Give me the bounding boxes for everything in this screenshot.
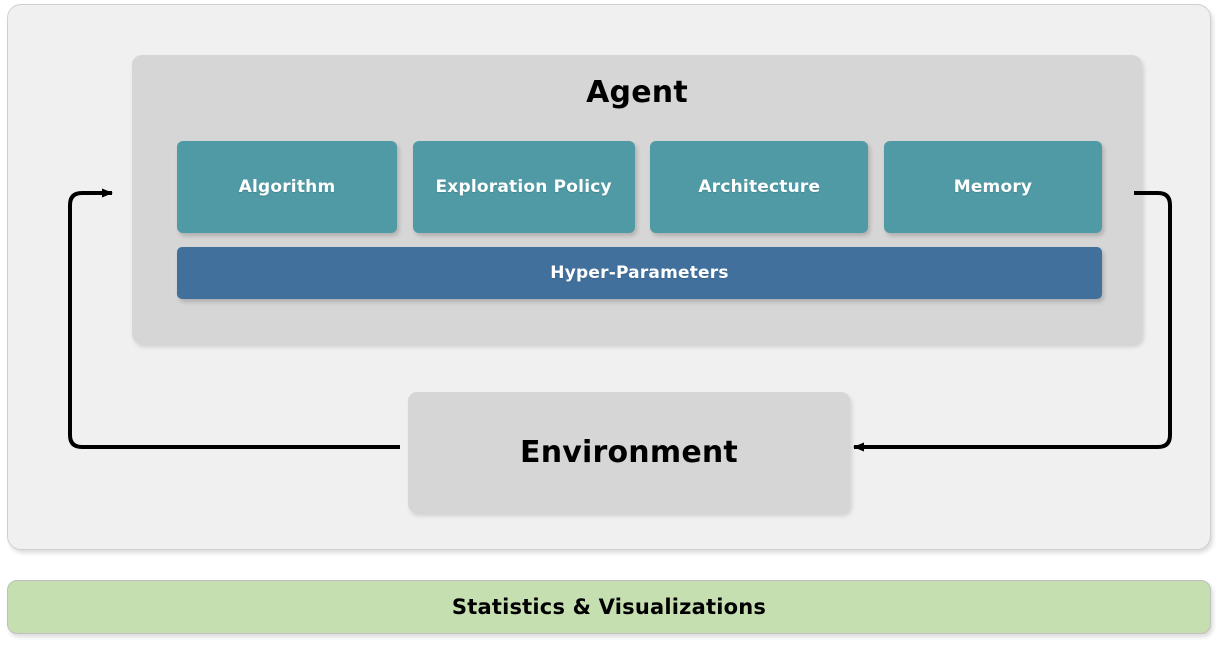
agent-component-memory[interactable]: Memory [883,141,1102,233]
environment-label: Environment [520,435,738,470]
system-panel: Agent Algorithm Exploration Policy Archi… [7,4,1211,550]
agent-panel[interactable]: Agent Algorithm Exploration Policy Archi… [132,55,1142,344]
agent-component-exploration-policy[interactable]: Exploration Policy [412,141,635,233]
agent-component-row: Algorithm Exploration Policy Architectur… [177,141,1102,233]
statistics-label: Statistics & Visualizations [451,595,767,619]
agent-component-algorithm-label: Algorithm [238,177,336,197]
agent-component-memory-label: Memory [953,177,1033,197]
agent-hyperparameters-bar[interactable]: Hyper-Parameters [177,247,1102,299]
environment-box[interactable]: Environment [408,392,850,513]
agent-component-exploration-policy-label: Exploration Policy [435,177,612,197]
statistics-bar[interactable]: Statistics & Visualizations [7,580,1211,634]
agent-title: Agent [586,75,688,110]
agent-hyperparameters-label: Hyper-Parameters [550,263,729,283]
agent-component-algorithm[interactable]: Algorithm [177,141,397,233]
agent-component-architecture[interactable]: Architecture [650,141,869,233]
agent-component-architecture-label: Architecture [698,177,821,197]
